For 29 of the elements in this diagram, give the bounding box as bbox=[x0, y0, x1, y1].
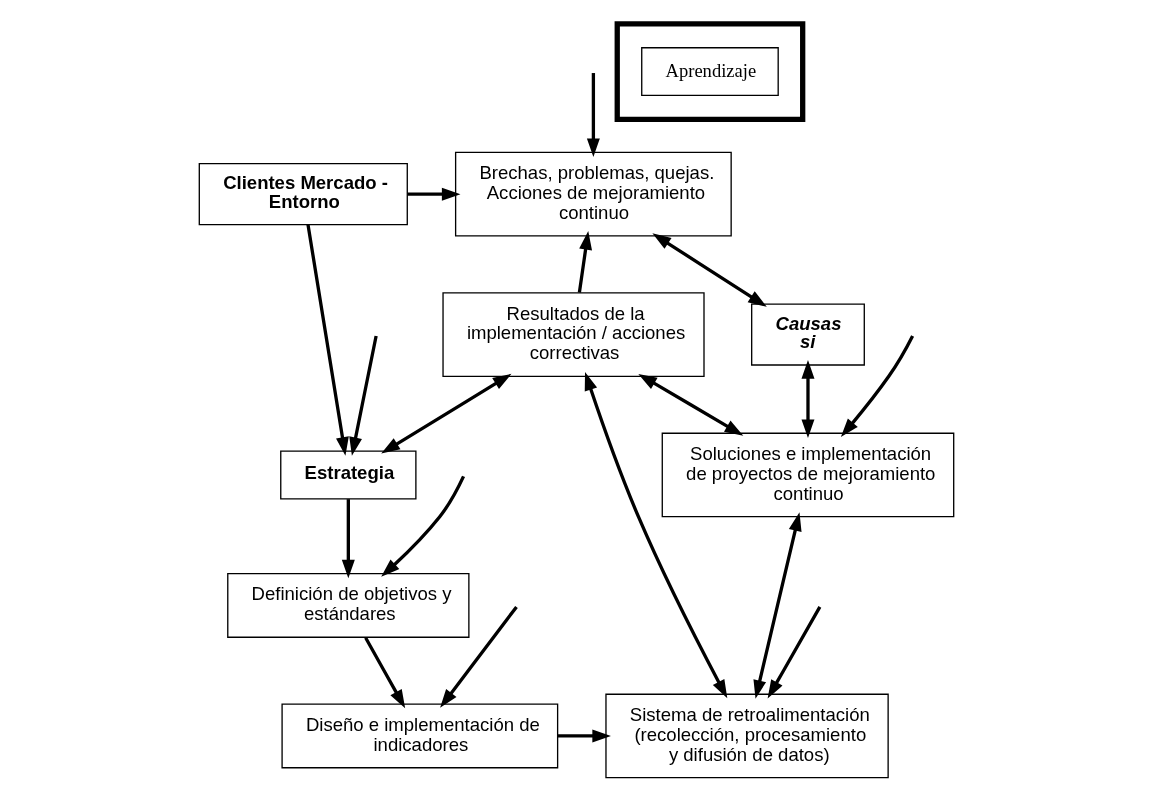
arrow bbox=[440, 605, 518, 708]
node-box: Resultados de la implementación / acciones correctivas bbox=[442, 292, 705, 377]
node-box: Soluciones e implementación de proyectos de mejoramiento continuo bbox=[661, 432, 955, 518]
arrow bbox=[801, 360, 815, 438]
node-box: Clientes Mercado - Entorno bbox=[198, 163, 408, 226]
arrow bbox=[767, 606, 822, 699]
arrow bbox=[753, 512, 802, 699]
arrow bbox=[586, 73, 600, 157]
arrow bbox=[306, 224, 349, 456]
arrow bbox=[341, 499, 355, 579]
node-box: Brechas, problemas, quejas. Acciones de mejoramiento continuo bbox=[454, 151, 732, 237]
arrow bbox=[407, 187, 461, 201]
node-box: Sistema de retroalimentación (recolección, procesamiento y difusión de datos) bbox=[605, 693, 889, 779]
arrow bbox=[638, 373, 744, 436]
node-box: Diseño e implementación de indicadores bbox=[281, 703, 559, 769]
arrow bbox=[381, 373, 512, 454]
arrow bbox=[584, 371, 728, 699]
arrow bbox=[652, 233, 767, 307]
node-box: Causas si bbox=[751, 303, 865, 366]
arrow bbox=[364, 636, 406, 709]
node-box: Definición de objetivos y estándares bbox=[227, 573, 470, 638]
arrow bbox=[557, 729, 611, 743]
arrow bbox=[381, 475, 466, 577]
arrow bbox=[577, 231, 593, 293]
node-box: Estrategia bbox=[280, 450, 417, 500]
cluster bbox=[614, 21, 806, 122]
node-box: Aprendizaje bbox=[641, 47, 779, 97]
arrow bbox=[840, 335, 915, 437]
arrow bbox=[349, 335, 378, 456]
